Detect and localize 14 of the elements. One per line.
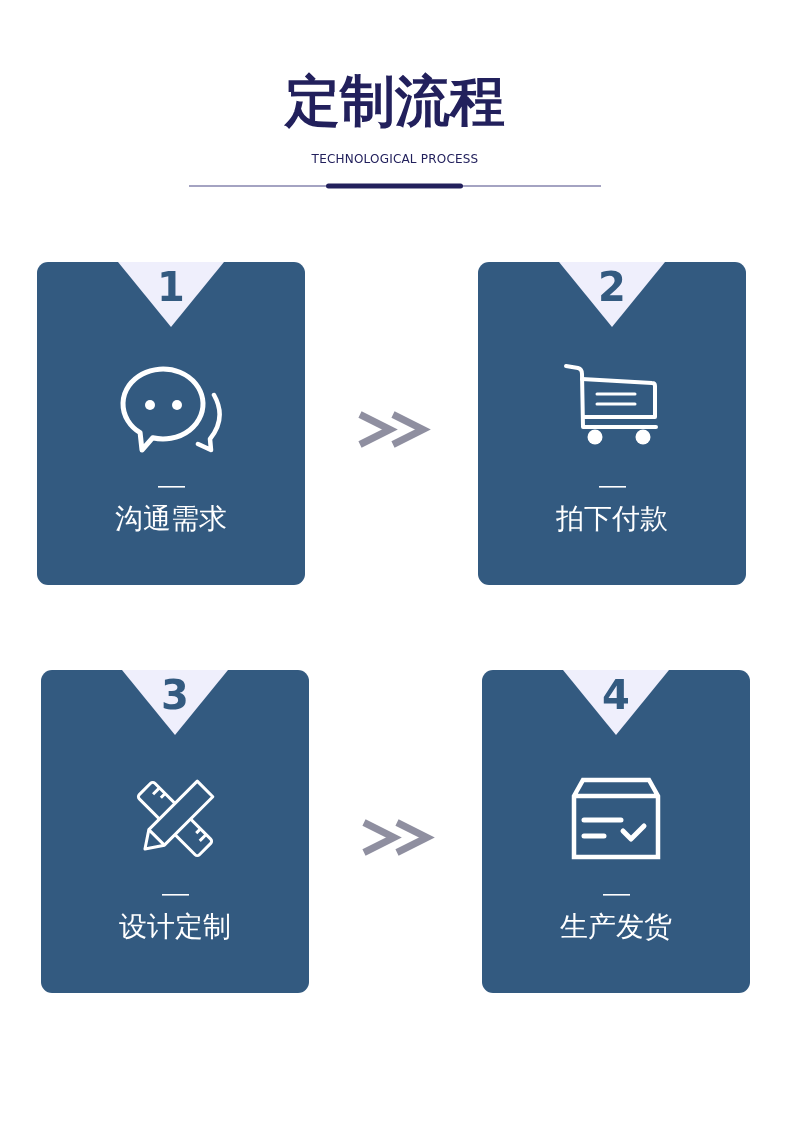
step-number: 4 [602, 673, 630, 717]
step-number: 3 [161, 673, 189, 717]
step-label: 设计定制 [119, 910, 231, 944]
step-card [482, 670, 750, 993]
step-number: 2 [598, 265, 626, 309]
step-card [37, 262, 305, 585]
step-label: 生产发货 [560, 910, 672, 944]
step-label: 沟通需求 [115, 502, 227, 536]
step-card [478, 262, 746, 585]
page-title: 定制流程 [285, 71, 505, 131]
step-card [41, 670, 309, 993]
subtitle: TECHNOLOGICAL PROCESS [311, 151, 479, 167]
step-number: 1 [157, 265, 185, 309]
step-label: 拍下付款 [556, 502, 668, 536]
